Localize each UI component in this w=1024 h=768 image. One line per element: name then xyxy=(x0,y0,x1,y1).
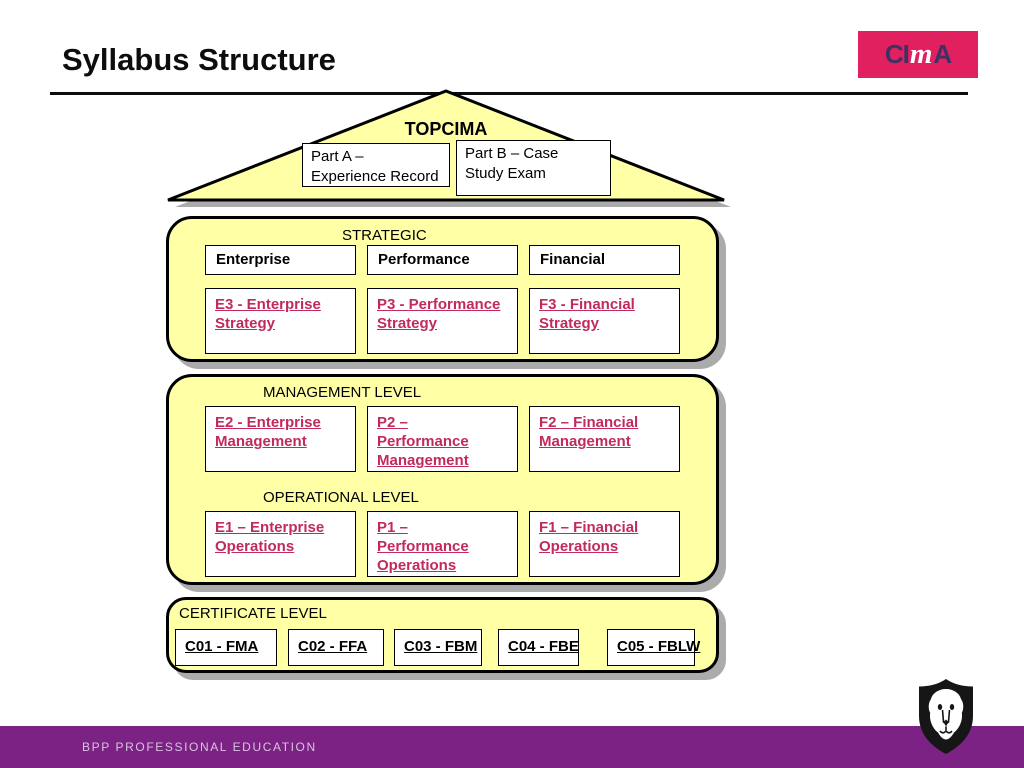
bpp-lion-logo-icon xyxy=(919,679,973,754)
subject-box-e1: E1 – Enterprise Operations xyxy=(205,511,356,577)
link-p3-performance-strategy[interactable]: P3 - Performance Strategy xyxy=(377,296,501,332)
link-c05-fblw[interactable]: C05 - FBLW xyxy=(617,638,701,655)
cima-logo-ci: CI xyxy=(884,39,910,69)
cert-box-c01: C01 - FMA xyxy=(175,629,277,666)
link-e3-enterprise-strategy[interactable]: E3 - Enterprise Strategy xyxy=(215,296,321,332)
strategic-label: STRATEGIC xyxy=(342,227,427,244)
subject-box-e3: E3 - Enterprise Strategy xyxy=(205,288,356,354)
pillar-performance: Performance xyxy=(367,245,518,275)
subject-box-f1: F1 – Financial Operations xyxy=(529,511,680,577)
link-e1-enterprise-operations[interactable]: E1 – Enterprise Operations xyxy=(215,519,325,555)
cert-box-c03: C03 - FBM xyxy=(394,629,482,666)
link-f2-financial-management[interactable]: F2 – Financial Management xyxy=(539,414,639,450)
roof-triangle xyxy=(167,89,731,207)
page-title: Syllabus Structure xyxy=(62,42,336,77)
link-c01-fma[interactable]: C01 - FMA xyxy=(185,638,259,655)
subject-box-p1: P1 – Performance Operations xyxy=(367,511,518,577)
topcima-label: TOPCIMA xyxy=(404,119,488,139)
subject-box-e2: E2 - Enterprise Management xyxy=(205,406,356,472)
link-p1-performance-operations[interactable]: P1 – Performance Operations xyxy=(377,519,469,574)
link-c02-ffa[interactable]: C02 - FFA xyxy=(298,638,368,655)
pillar-enterprise: Enterprise xyxy=(205,245,356,275)
link-f1-financial-operations[interactable]: F1 – Financial Operations xyxy=(539,519,639,555)
operational-label: OPERATIONAL LEVEL xyxy=(263,489,419,506)
pillar-financial: Financial xyxy=(529,245,680,275)
certificate-label: CERTIFICATE LEVEL xyxy=(179,605,327,622)
subject-box-p2: P2 – Performance Management xyxy=(367,406,518,472)
title-divider xyxy=(50,92,968,95)
cert-box-c02: C02 - FFA xyxy=(288,629,384,666)
cima-logo-a: A xyxy=(933,39,952,69)
link-p2-performance-management[interactable]: P2 – Performance Management xyxy=(377,414,469,469)
link-e2-enterprise-management[interactable]: E2 - Enterprise Management xyxy=(215,414,321,450)
link-c03-fbm[interactable]: C03 - FBM xyxy=(404,638,478,655)
subject-box-p3: P3 - Performance Strategy xyxy=(367,288,518,354)
subject-box-f2: F2 – Financial Management xyxy=(529,406,680,472)
cima-logo-m: m xyxy=(909,38,933,70)
link-c04-fbe[interactable]: C04 - FBE xyxy=(508,638,579,655)
management-label: MANAGEMENT LEVEL xyxy=(263,384,422,401)
part-b-box: Part B – Case Study Exam xyxy=(456,140,611,196)
footer-brand-text: BPP PROFESSIONAL EDUCATION xyxy=(82,740,317,754)
part-a-box: Part A – Experience Record xyxy=(302,143,450,187)
footer-bar xyxy=(0,726,1024,768)
link-f3-financial-strategy[interactable]: F3 - Financial Strategy xyxy=(539,296,635,332)
cert-box-c05: C05 - FBLW xyxy=(607,629,701,666)
subject-box-f3: F3 - Financial Strategy xyxy=(529,288,680,354)
cert-box-c04: C04 - FBE xyxy=(498,629,579,666)
